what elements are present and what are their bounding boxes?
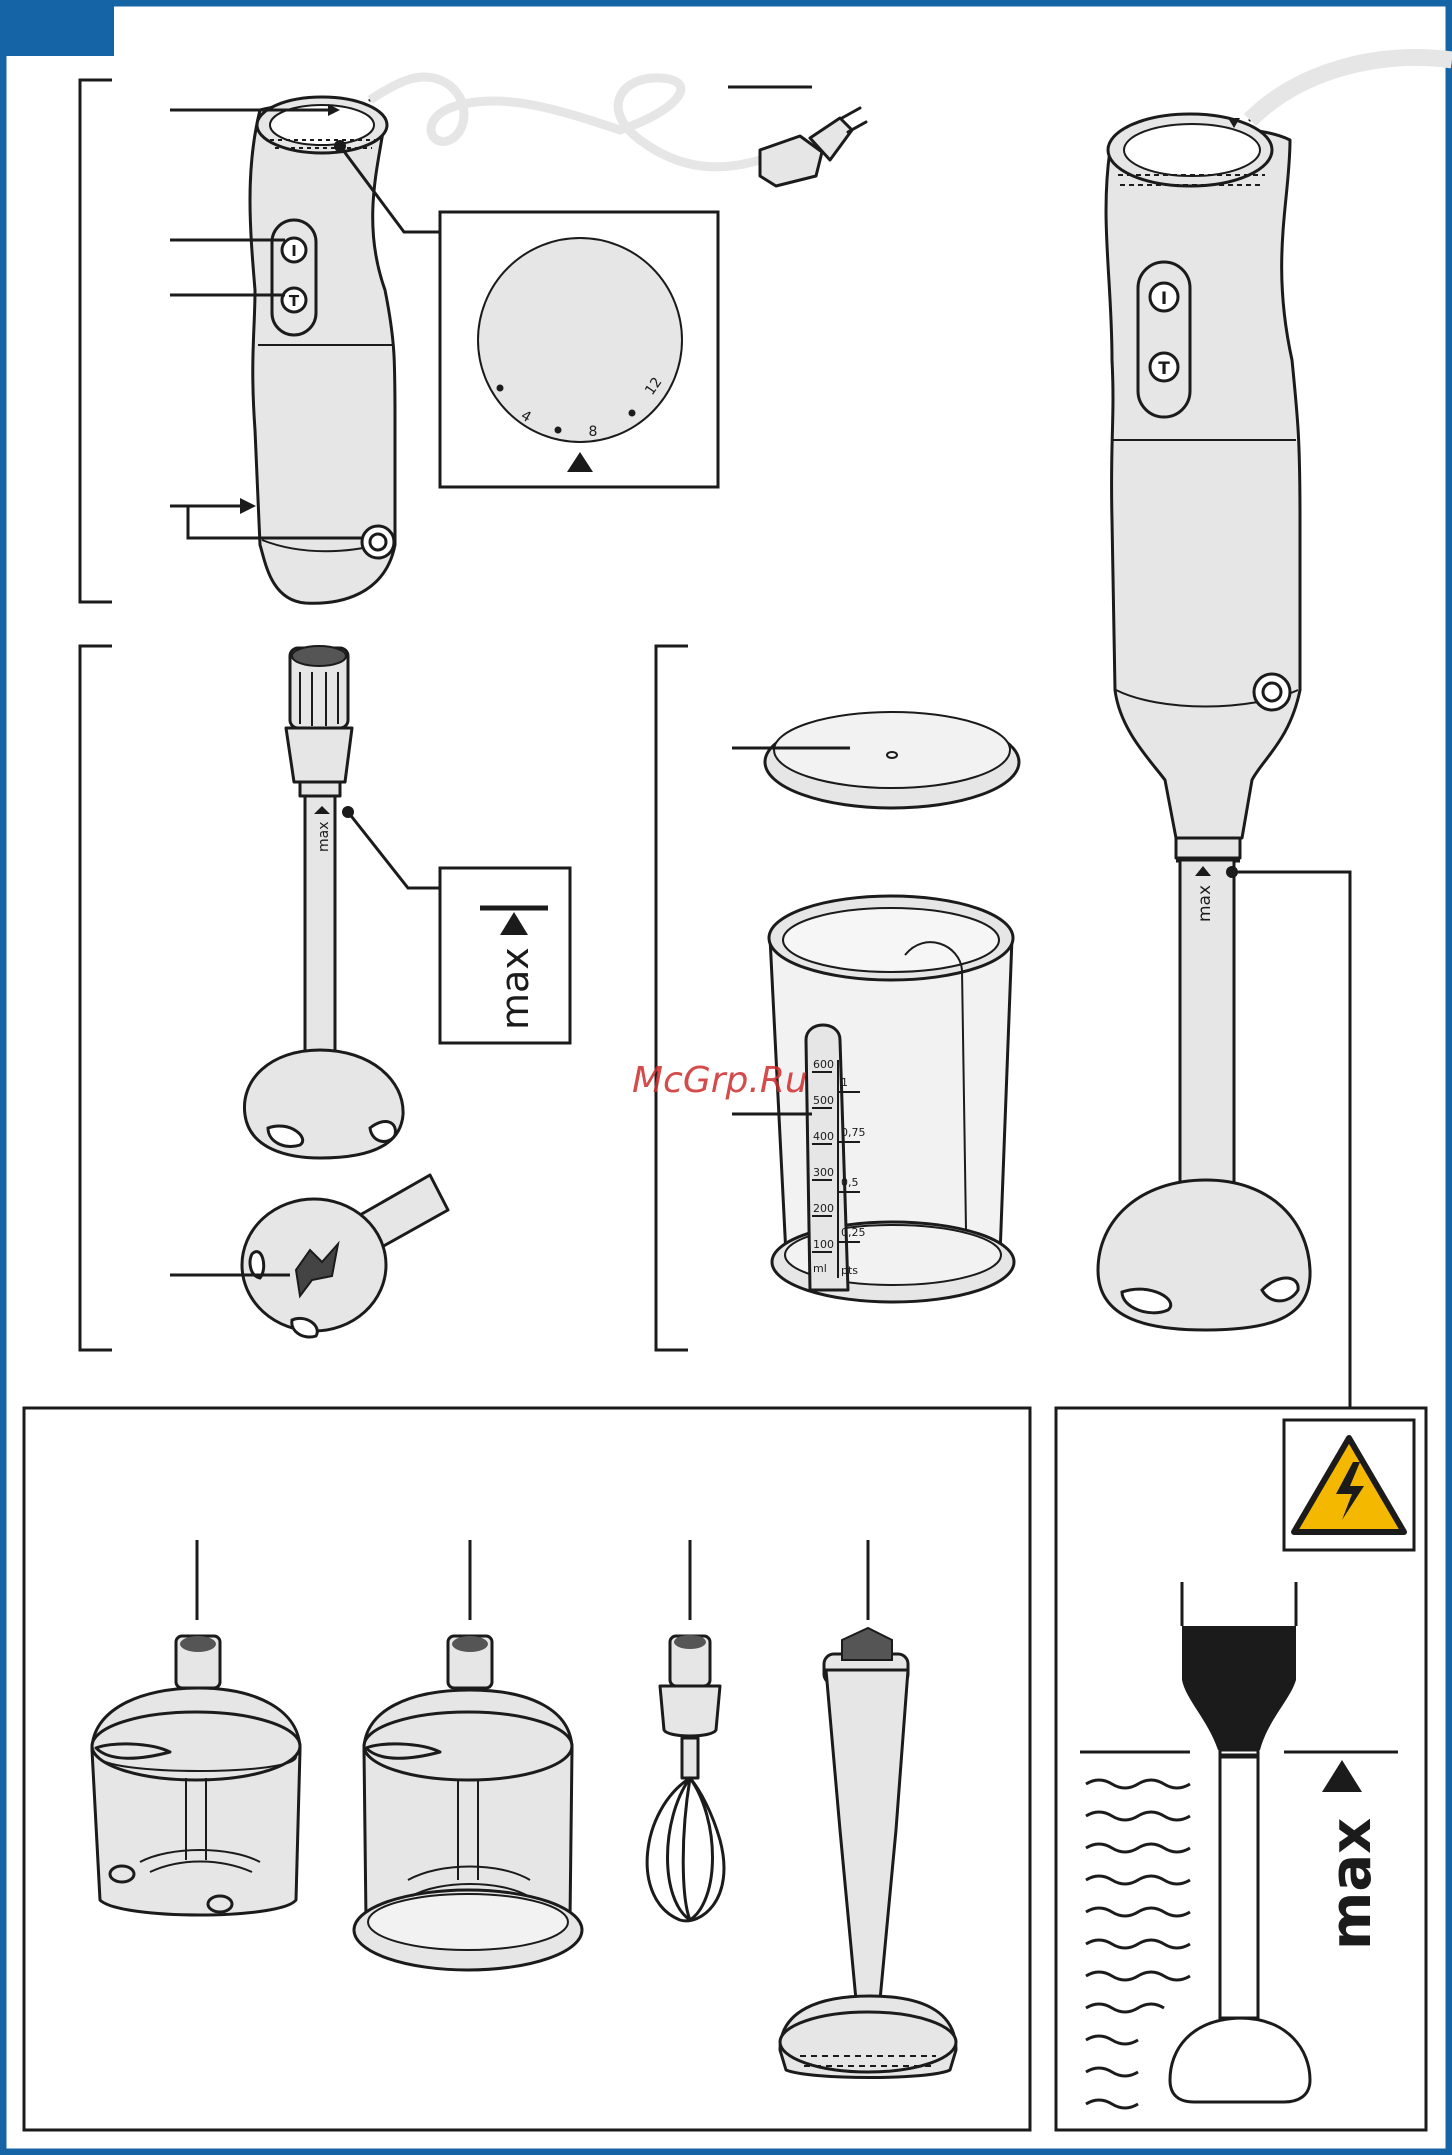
section-accessories [24, 1408, 1030, 2130]
warning-max-label: max [1319, 1818, 1384, 1950]
ml-200: 200 [813, 1202, 834, 1215]
watermark: McGrp.Ru [632, 1060, 808, 1101]
pts-unit: pts [841, 1264, 858, 1277]
ml-100: 100 [813, 1238, 834, 1251]
section-assembled-blender: I T max [1098, 58, 1452, 1409]
ml-300: 300 [813, 1166, 834, 1179]
pts-075: 0,75 [841, 1126, 866, 1139]
turbo-button-symbol: T [289, 292, 300, 310]
assembled-on-symbol: I [1161, 289, 1167, 309]
zoom-max-label: max [493, 947, 537, 1030]
section-motor-unit: I T 4 8 12 [80, 77, 866, 603]
section-beaker: 600 500 400 300 200 100 ml 1 0,75 0,5 0,… [656, 646, 1019, 1350]
section-safety-warning: max [1056, 1408, 1426, 2130]
pts-025: 0,25 [841, 1226, 866, 1239]
corner-tab [0, 0, 114, 56]
shaft-max-label: max [316, 821, 332, 852]
dial-mark-8: 8 [589, 424, 598, 440]
ml-400: 400 [813, 1130, 834, 1143]
assembled-max-label: max [1195, 885, 1215, 922]
section-blending-shaft: max max [80, 646, 570, 1350]
pts-05: 0,5 [841, 1176, 859, 1189]
ml-unit: ml [813, 1262, 827, 1275]
on-button-symbol: I [291, 242, 297, 260]
ml-600: 600 [813, 1058, 834, 1071]
pts-1: 1 [841, 1076, 848, 1089]
ml-500: 500 [813, 1094, 834, 1107]
assembled-turbo-symbol: T [1158, 359, 1170, 379]
